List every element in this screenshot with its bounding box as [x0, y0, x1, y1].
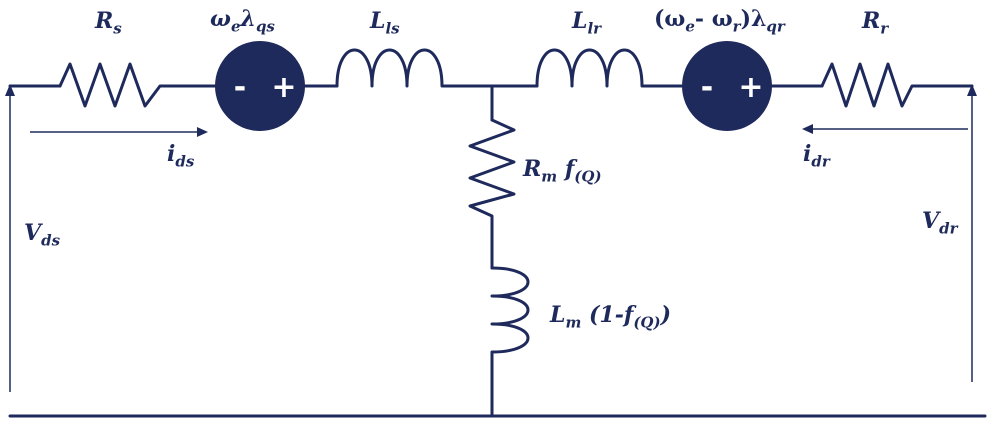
label-rr: Rr	[862, 8, 889, 38]
idr-arrowhead	[802, 124, 813, 134]
label-vdr: Vdr	[922, 208, 958, 238]
ids-arrowhead	[197, 127, 208, 137]
vds-arrowhead	[5, 84, 15, 96]
label-source-1: ωeλqs	[210, 6, 275, 36]
label-lls: Lls	[370, 8, 400, 38]
source-2-plus-sign: +	[738, 70, 763, 105]
label-vds: Vds	[24, 220, 61, 250]
label-lm: Lm (1-f(Q))	[550, 302, 672, 332]
source-1-plus-sign: +	[271, 70, 296, 105]
label-ids: ids	[167, 141, 195, 171]
vdr-arrowhead	[967, 84, 977, 96]
inductor-lm	[490, 266, 530, 418]
resistor-rs	[58, 62, 217, 108]
inductor-llr	[535, 48, 684, 88]
source-2-minus-sign: -	[701, 70, 713, 105]
label-llr: Llr	[572, 8, 602, 38]
label-idr: idr	[803, 141, 830, 171]
label-rs: Rs	[95, 8, 122, 38]
resistor-rm	[468, 118, 516, 270]
source-1-minus-sign: -	[234, 70, 246, 105]
inductor-lls	[335, 48, 494, 88]
voltage-source-1	[215, 41, 305, 131]
voltage-source-2	[682, 41, 772, 131]
label-source-2: (ωe- ωr)λqr	[654, 6, 785, 36]
label-rm: Rm f(Q)	[523, 156, 602, 186]
resistor-rr	[820, 62, 974, 108]
